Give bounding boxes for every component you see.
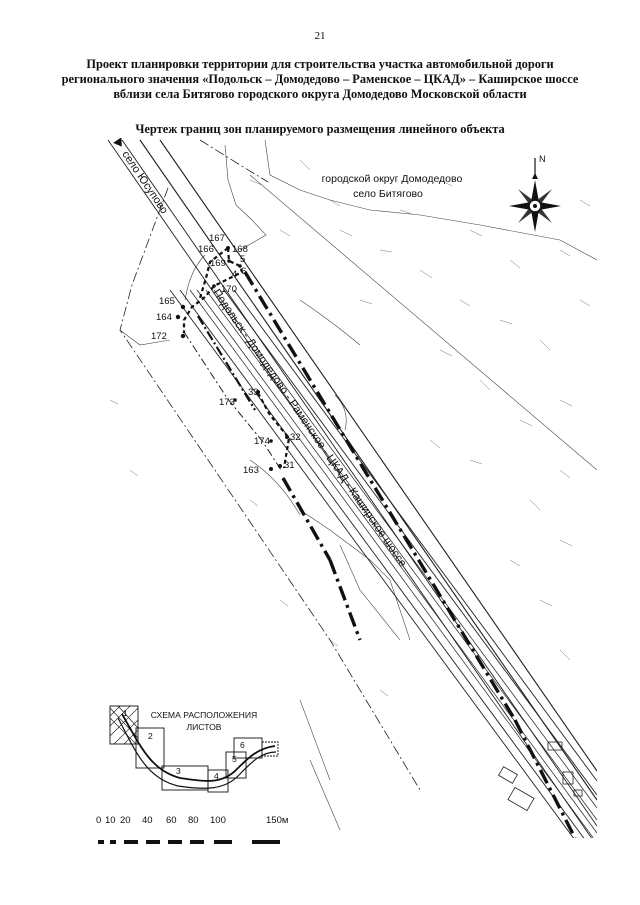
inset-title-line-2: ЛИСТОВ: [186, 722, 221, 732]
point-label: 167: [209, 233, 225, 244]
road-label-main: Подольск - Домодедово - Раменское - ЦКАД…: [210, 287, 408, 569]
scale-label: 20: [120, 815, 131, 826]
inset-sheet-label: 3: [176, 766, 181, 776]
scale-label: 80: [188, 815, 199, 826]
point-label: 170: [221, 284, 237, 295]
sheet-layout-inset: [109, 705, 279, 793]
document-title: Проект планировки территории для строите…: [40, 57, 600, 102]
title-line-2: регионального значения «Подольск – Домод…: [61, 72, 579, 86]
scale-label: 0: [96, 815, 101, 826]
place-label-district: городской округ Домодедово: [322, 173, 463, 185]
point-label: 31: [284, 460, 295, 471]
point-label: 174: [254, 436, 270, 447]
scale-label: 150м: [266, 815, 288, 826]
scale-label: 10: [105, 815, 116, 826]
bottom-right-structures: [498, 741, 583, 812]
road-label-yusupovo-text: село Юсупово: [119, 149, 170, 216]
inset-sheet-label: 4: [214, 771, 219, 781]
scale-label: 60: [166, 815, 177, 826]
point-168-marker: [226, 246, 230, 250]
point-label: 6: [241, 266, 246, 277]
point-label: 166: [198, 244, 214, 255]
point-label: 163: [243, 465, 259, 476]
scale-label: 40: [142, 815, 153, 826]
zone-planned-boundary: [243, 271, 577, 838]
title-line-1: Проект планировки территории для строите…: [86, 57, 554, 71]
parcel-lines: [119, 139, 597, 831]
point-label: 164: [156, 312, 172, 323]
points-polygon: [182, 247, 291, 469]
road-label-yusupovo: село Юсупово: [113, 138, 170, 216]
place-label-village: село Битягово: [353, 188, 423, 200]
compass-rose-icon: N: [509, 154, 561, 232]
page-number: 21: [314, 30, 326, 42]
point-label: 173: [219, 397, 235, 408]
point-label: 168: [232, 244, 248, 255]
point-label: 33: [248, 387, 259, 398]
inset-sheet-label: 1: [123, 708, 128, 718]
drawing-subtitle: Чертеж границ зон планируемого размещени…: [135, 122, 505, 136]
scale-label: 100: [210, 815, 226, 826]
north-label: N: [539, 154, 546, 164]
road-lines: [107, 139, 597, 838]
zone-thin-boundary: [183, 331, 282, 471]
point-label: 4: [232, 269, 237, 280]
inset-sheet-label: 6: [240, 740, 245, 750]
zone-outer-boundary: [119, 139, 421, 791]
inset-sheet-label: 2: [148, 731, 153, 741]
point-label: 32: [290, 432, 301, 443]
point-label: 5: [240, 254, 245, 265]
inset-sheet-label: 5: [232, 754, 237, 764]
point-label: 165: [159, 296, 175, 307]
title-line-3: вблизи села Битягово городского округа Д…: [113, 87, 527, 101]
scale-labels: 0 10 20 40 60 80 100 150м: [96, 815, 288, 826]
point-label: 172: [151, 331, 167, 342]
inset-title-line-1: СХЕМА РАСПОЛОЖЕНИЯ: [151, 710, 258, 720]
zone-inner-boundary: [197, 315, 256, 411]
terrain-hatching: [109, 159, 591, 697]
boundary-points: 167 166 168 169 5 4 6 170 165 164 172 33…: [151, 233, 301, 476]
point-label: 169: [210, 258, 226, 269]
scale-bar: [98, 840, 280, 844]
